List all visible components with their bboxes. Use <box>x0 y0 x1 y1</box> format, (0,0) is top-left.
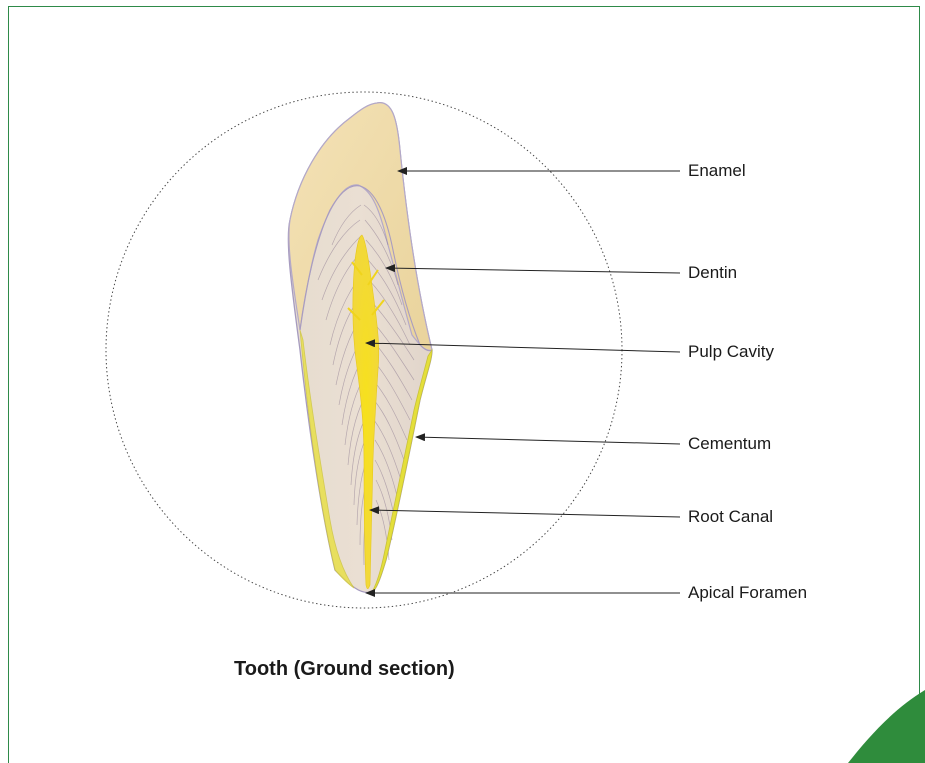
corner-decoration <box>0 0 925 763</box>
